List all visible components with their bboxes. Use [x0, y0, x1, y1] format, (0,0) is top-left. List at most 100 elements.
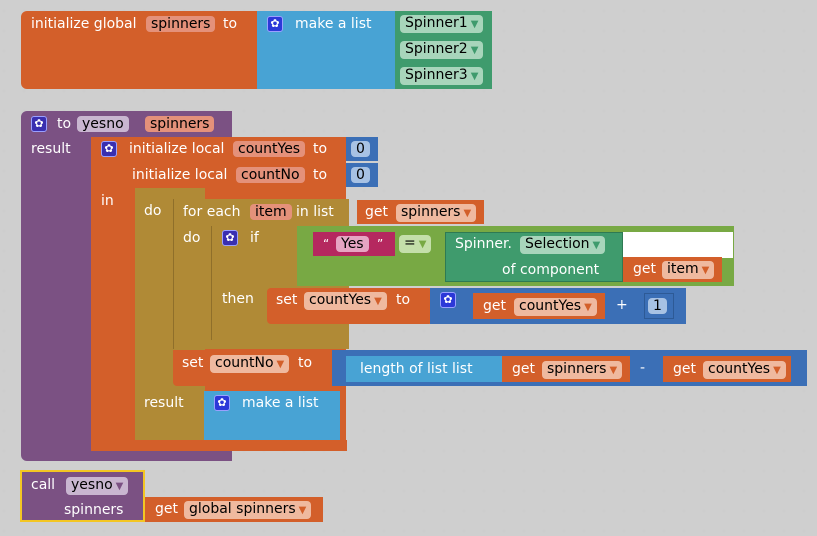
- variable-name: global spinners: [189, 501, 296, 517]
- dropdown-arrow-icon: ▼: [276, 359, 285, 370]
- quote-open: “: [323, 237, 330, 251]
- component-dropdown[interactable]: Spinner1▼: [400, 15, 484, 33]
- get-countYes-block[interactable]: get countYes▼: [473, 293, 605, 319]
- variable-name: countYes: [309, 292, 372, 308]
- variable-dropdown[interactable]: spinners▼: [542, 361, 623, 379]
- dropdown-arrow-icon: ▼: [584, 302, 592, 313]
- variable-name: countNo: [215, 355, 274, 371]
- loop-var-field[interactable]: item: [250, 204, 292, 220]
- number-field[interactable]: 0: [351, 141, 370, 157]
- label-result: result: [144, 395, 184, 411]
- label-of-component: of component: [502, 262, 600, 278]
- dropdown-arrow-icon: ▼: [701, 265, 710, 276]
- label-do: do: [144, 203, 162, 219]
- label-in: in: [101, 193, 114, 209]
- math-add-block[interactable]: ✿ get countYes▼ + 1: [430, 288, 686, 324]
- dropdown-arrow-icon: ▼: [115, 481, 124, 492]
- quote-close: ”: [377, 237, 384, 251]
- variable-dropdown[interactable]: countNo▼: [210, 355, 290, 373]
- parameter-field[interactable]: spinners: [145, 116, 215, 132]
- label-then: then: [222, 291, 254, 307]
- number-block-0[interactable]: 0: [346, 137, 378, 161]
- variable-dropdown[interactable]: global spinners▼: [184, 501, 312, 519]
- number-field[interactable]: 0: [351, 167, 370, 183]
- variable-name: item: [667, 261, 699, 277]
- mutator-gear-icon[interactable]: ✿: [440, 292, 456, 308]
- variable-dropdown[interactable]: spinners▼: [396, 204, 477, 222]
- get-spinners-block[interactable]: get spinners▼: [357, 200, 484, 224]
- label-set: set: [182, 355, 204, 371]
- math-subtract-block[interactable]: length of list list get spinners▼ - get …: [332, 350, 807, 386]
- number-block-1[interactable]: 1: [644, 293, 674, 319]
- make-a-list-block[interactable]: ✿ make a list: [204, 391, 340, 441]
- label-to: to: [396, 292, 411, 308]
- variable-name: spinners: [547, 361, 607, 377]
- label-if: if: [250, 230, 259, 246]
- initialize-global-block[interactable]: initialize global spinners to: [21, 11, 261, 89]
- number-field[interactable]: 1: [648, 298, 667, 314]
- mutator-gear-icon[interactable]: ✿: [101, 141, 117, 157]
- get-global-spinners-block[interactable]: get global spinners▼: [145, 497, 323, 522]
- variable-dropdown[interactable]: item▼: [662, 261, 715, 279]
- do-result-top-notch: [135, 188, 205, 198]
- get-countYes-block[interactable]: get countYes▼: [663, 356, 791, 382]
- get-item-block[interactable]: get item▼: [623, 257, 722, 282]
- mutator-gear-icon[interactable]: ✿: [31, 116, 47, 132]
- dropdown-arrow-icon: ▼: [374, 296, 382, 307]
- label-initialize-global: initialize global: [31, 16, 137, 32]
- label-to: to: [57, 116, 72, 132]
- component-block-spinner1[interactable]: Spinner1▼: [395, 11, 492, 37]
- local-var-countNo-field[interactable]: countNo: [236, 167, 305, 183]
- label-to: to: [313, 167, 328, 183]
- mutator-gear-icon[interactable]: ✿: [267, 16, 283, 32]
- call-yesno-block[interactable]: call yesno▼ spinners: [20, 470, 145, 522]
- number-block-0[interactable]: 0: [346, 163, 378, 187]
- label-get: get: [633, 261, 656, 277]
- label-get: get: [155, 501, 178, 517]
- label-call: call: [31, 477, 56, 493]
- component-block-spinner3[interactable]: Spinner3▼: [395, 63, 492, 89]
- component-property-block[interactable]: Spinner. Selection▼ of component: [445, 232, 623, 282]
- component-name: Spinner2: [405, 41, 468, 57]
- component-name: Spinner3: [405, 67, 468, 83]
- text-field[interactable]: Yes: [336, 236, 369, 252]
- label-get: get: [483, 298, 506, 314]
- set-countYes-block[interactable]: set countYes▼ to: [267, 288, 433, 324]
- property-dropdown[interactable]: Selection▼: [520, 236, 606, 254]
- label-initialize-local-1: initialize local: [129, 141, 225, 157]
- label-length-of-list: length of list list: [360, 361, 473, 377]
- operator-plus: +: [616, 297, 628, 313]
- label-get: get: [512, 361, 535, 377]
- label-make-a-list: make a list: [295, 16, 372, 32]
- local-var-countYes-field[interactable]: countYes: [233, 141, 306, 157]
- variable-dropdown[interactable]: countYes▼: [304, 292, 387, 310]
- label-for-each: for each: [183, 204, 241, 220]
- label-do: do: [183, 230, 201, 246]
- dropdown-arrow-icon: ▼: [298, 505, 307, 516]
- operator-dropdown[interactable]: =▼: [399, 235, 432, 253]
- procedure-name-field[interactable]: yesno: [77, 116, 129, 132]
- get-spinners-block[interactable]: get spinners▼: [502, 356, 630, 382]
- length-of-list-block[interactable]: length of list list: [346, 356, 503, 382]
- variable-dropdown[interactable]: countYes▼: [703, 361, 786, 379]
- label-make-a-list: make a list: [242, 395, 319, 411]
- label-component: Spinner.: [455, 236, 512, 252]
- label-to: to: [313, 141, 328, 157]
- make-a-list-block[interactable]: ✿ make a list: [257, 11, 395, 89]
- operator-minus: -: [640, 360, 646, 376]
- dropdown-arrow-icon: ▼: [773, 365, 781, 376]
- component-block-spinner2[interactable]: Spinner2▼: [395, 37, 492, 63]
- global-name-field[interactable]: spinners: [146, 16, 216, 32]
- mutator-gear-icon[interactable]: ✿: [214, 395, 230, 411]
- component-dropdown[interactable]: Spinner2▼: [400, 41, 484, 59]
- set-countNo-block[interactable]: set countNo▼ to: [173, 350, 333, 386]
- variable-name: countYes: [708, 361, 771, 377]
- component-dropdown[interactable]: Spinner3▼: [400, 67, 484, 85]
- label-initialize-local-2: initialize local: [132, 167, 228, 183]
- procedure-dropdown[interactable]: yesno▼: [66, 477, 129, 495]
- white-gap: [623, 232, 733, 258]
- operator: =: [404, 235, 416, 251]
- mutator-gear-icon[interactable]: ✿: [222, 230, 238, 246]
- variable-dropdown[interactable]: countYes▼: [514, 298, 597, 316]
- text-block-yes[interactable]: “ Yes ”: [313, 232, 395, 256]
